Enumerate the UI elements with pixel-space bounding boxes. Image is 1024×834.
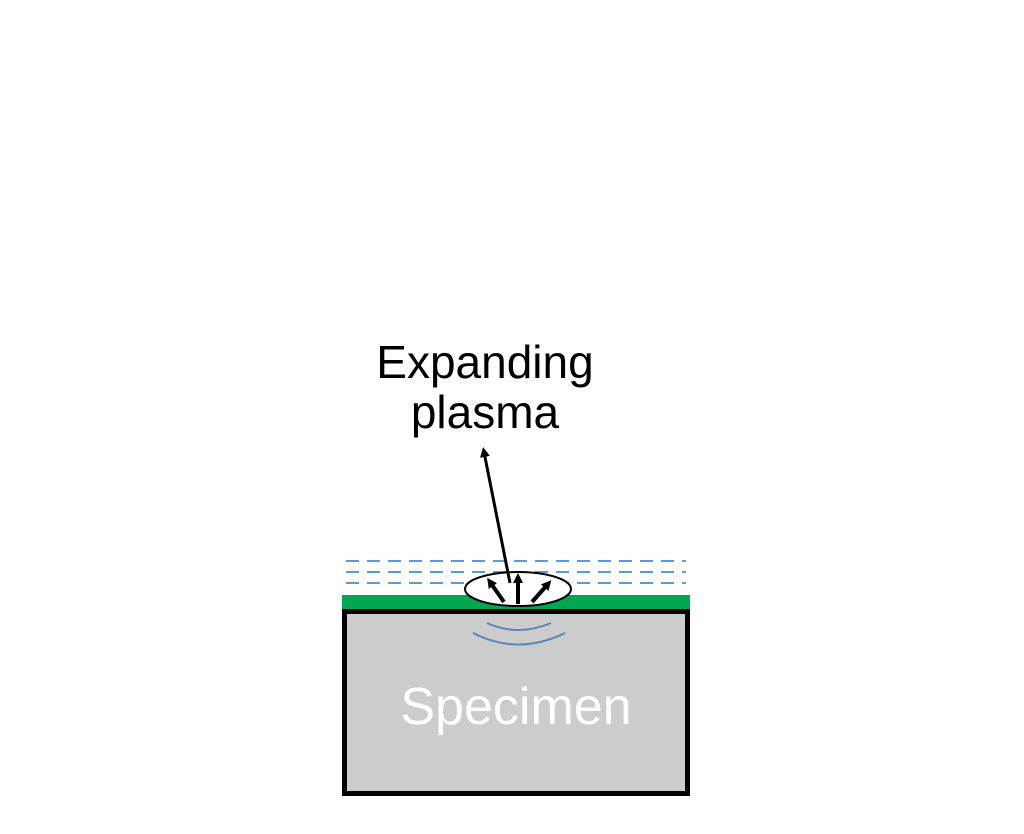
shock-wave-1	[486, 622, 552, 631]
shock-waves	[472, 622, 566, 646]
label-leader-arrow	[480, 447, 512, 584]
expansion-arrows	[487, 573, 552, 604]
plasma-label-line1: Expanding	[376, 336, 593, 388]
expansion-arrow-left	[487, 577, 506, 604]
expansion-arrow-right	[530, 580, 552, 604]
specimen-label: Specimen	[400, 678, 631, 736]
specimen-block	[342, 609, 690, 796]
shock-wave-2	[472, 632, 566, 646]
plasma-label-line2: plasma	[411, 386, 560, 438]
